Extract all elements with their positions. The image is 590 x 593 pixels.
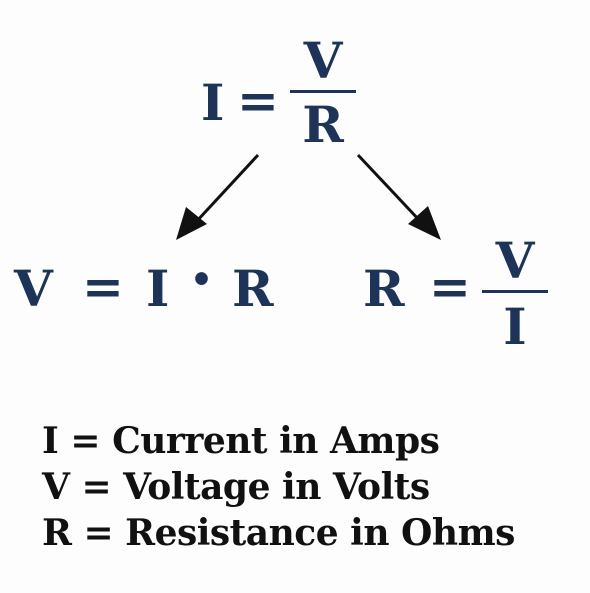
legend: I = Current in Amps V = Voltage in Volts… [42, 418, 515, 556]
arrow-right-shaft [356, 153, 422, 223]
formula-voltage: V = I • R [0, 0, 300, 340]
formula-current-denominator: R [302, 95, 344, 154]
arrow-to-right-formula [356, 153, 441, 240]
legend-resistance: R = Resistance in Ohms [42, 512, 515, 554]
formula-current-lhs: I [201, 73, 225, 132]
formula-voltage-equals: = [82, 257, 124, 316]
formula-resistance-lhs: R [363, 259, 405, 318]
formula-resistance-fraction: V I [482, 228, 548, 358]
arrow-right-head [408, 206, 441, 240]
formula-voltage-multiply-dot: • [190, 259, 214, 301]
legend-voltage: V = Voltage in Volts [42, 466, 430, 508]
legend-current: I = Current in Amps [42, 420, 440, 462]
arrow-left-shaft [194, 153, 260, 224]
formula-resistance: R = V I [363, 228, 548, 358]
formula-current: I = V R [0, 0, 590, 160]
formula-resistance-equals: = [429, 257, 471, 316]
formula-voltage-lhs: V [14, 259, 53, 318]
formula-current-equals: = [237, 71, 279, 130]
arrow-to-left-formula [176, 153, 260, 240]
formula-voltage-resistance-term: R [232, 259, 274, 318]
formula-resistance-numerator: V [495, 231, 535, 290]
formula-resistance-fraction-bar [482, 290, 548, 293]
formula-resistance-denominator: I [503, 297, 527, 356]
formula-current-numerator: V [303, 31, 343, 90]
formula-current-fraction-bar [290, 90, 356, 93]
arrow-left-head [176, 207, 207, 240]
formula-current-fraction: V R [290, 30, 356, 155]
formula-voltage-current-term: I [146, 259, 170, 318]
